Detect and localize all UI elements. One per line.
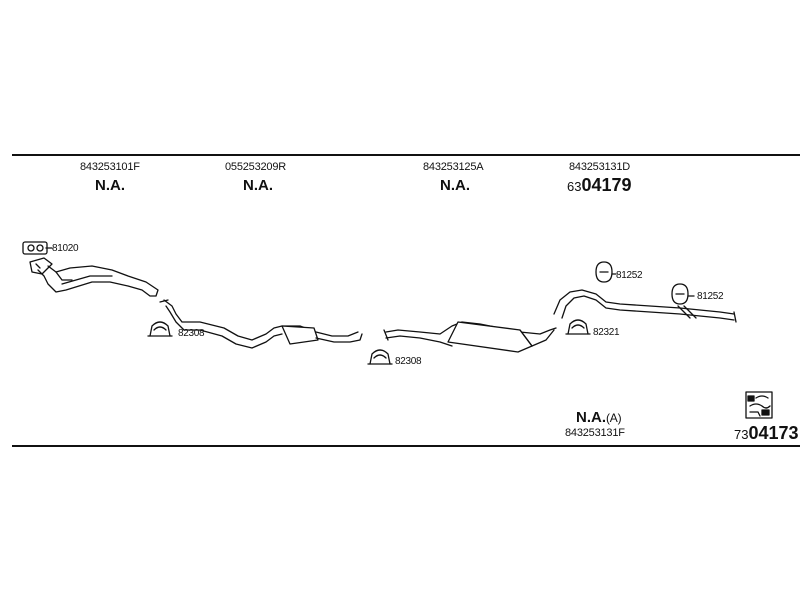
hanger-rear-2-icon: [671, 283, 695, 305]
callout-clamp-center: 82308: [395, 356, 422, 367]
top-rule: [12, 154, 800, 156]
hanger-rear-1-icon: [595, 261, 617, 283]
clamp-rear-icon: [565, 319, 591, 335]
part-number-tail-pipe: 843253131D: [569, 161, 631, 173]
callout-hanger-rear-2: 81252: [697, 291, 724, 302]
part-number-center-pipe: 055253209R: [225, 161, 287, 173]
status-front-pipe: N.A.: [95, 177, 125, 194]
callout-hanger-rear-1: 81252: [616, 270, 643, 281]
callout-gasket: 81020: [52, 243, 79, 254]
status-center-pipe: N.A.: [243, 177, 273, 194]
bottom-rule: [12, 445, 800, 447]
center-pipe: [159, 299, 363, 349]
clamp-center-icon: [367, 349, 393, 365]
center-muffler: [383, 321, 557, 353]
bottom-status: N.A.(A): [576, 409, 622, 426]
ref-number: 04179: [581, 175, 632, 195]
front-pipe: [29, 257, 159, 297]
ref-tail-pipe: 6304179: [567, 176, 632, 195]
part-number-center-muffler: 843253125A: [423, 161, 484, 173]
part-number-front-pipe: 843253101F: [80, 161, 140, 173]
status-center-muffler: N.A.: [440, 177, 470, 194]
bottom-ref-prefix: 73: [734, 427, 749, 442]
bottom-variant: (A): [606, 411, 622, 425]
ref-prefix: 63: [567, 179, 582, 194]
tail-pipe: [553, 289, 737, 323]
callout-clamp-left: 82308: [178, 328, 205, 339]
bottom-ref-number: 04173: [748, 423, 799, 443]
clamp-left-icon: [147, 321, 173, 337]
reference-diagram-icon: [745, 391, 773, 419]
bottom-part-number: 843253131F: [565, 427, 625, 439]
callout-clamp-rear: 82321: [593, 327, 620, 338]
bottom-status-text: N.A.: [576, 409, 606, 426]
bottom-ref: 7304173: [734, 424, 799, 443]
gasket-icon: [22, 241, 53, 255]
